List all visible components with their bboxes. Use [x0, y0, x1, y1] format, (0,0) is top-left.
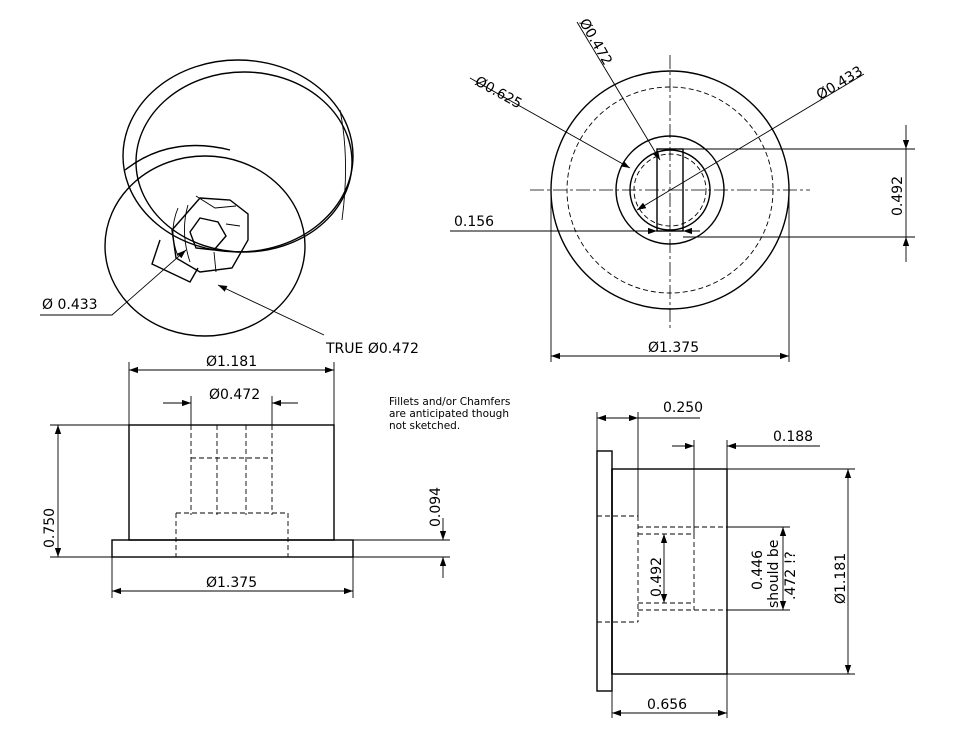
front-label-1375: Ø1.375	[648, 340, 699, 356]
side-flange	[596, 450, 613, 692]
front-label-0156: 0.156	[454, 214, 494, 230]
iso-flange-edge	[339, 109, 347, 221]
top-flange	[111, 539, 354, 558]
top-label-1181: Ø1.181	[206, 354, 257, 370]
side-label-0250: 0.250	[663, 400, 703, 416]
iso-true-diameter-label: TRUE Ø0.472	[325, 341, 419, 357]
side-label-0472-question: .472 !?	[783, 551, 799, 600]
side-label-0446: 0.446	[750, 550, 766, 590]
iso-hex-leader	[40, 249, 187, 316]
iso-hub-top-edge	[124, 144, 231, 171]
iso-flange-back	[122, 59, 354, 253]
top-label-0750: 0.750	[42, 508, 58, 548]
front-leader-0433	[636, 73, 865, 211]
front-label-0433: Ø0.433	[814, 63, 866, 103]
side-label-0492: 0.492	[649, 557, 665, 597]
note-line-3: not sketched.	[389, 420, 460, 432]
front-label-0492: 0.492	[890, 176, 906, 216]
isometric-view: Ø 0.433 TRUE Ø0.472	[40, 59, 419, 357]
side-label-0188: 0.188	[773, 429, 813, 445]
side-hub-body	[611, 468, 728, 675]
iso-hex-diameter-label: Ø 0.433	[42, 297, 98, 313]
top-label-1375: Ø1.375	[206, 575, 257, 591]
iso-hex-socket	[151, 195, 249, 283]
top-label-0094: 0.094	[428, 487, 444, 527]
top-label-0472: Ø0.472	[209, 387, 260, 403]
front-label-0625: Ø0.625	[472, 74, 524, 113]
note-line-1: Fillets and/or Chamfers	[389, 396, 510, 408]
note-line-2: are anticipated though	[389, 408, 509, 420]
side-view: 0.250 0.188 0.492 0.446 should be .472 !…	[596, 400, 855, 718]
front-label-0472: Ø0.472	[576, 16, 615, 68]
side-label-0656: 0.656	[647, 697, 687, 713]
top-view: Ø1.181 Ø0.472 0.750 0.094 Ø1.375	[42, 354, 450, 598]
side-label-should-be: should be	[766, 540, 782, 608]
front-leader-0472	[576, 21, 661, 161]
side-label-1181: Ø1.181	[833, 553, 849, 604]
sketch-note: Fillets and/or Chamfers are anticipated …	[389, 396, 510, 432]
front-leader-0625	[469, 77, 631, 169]
top-hub-body	[128, 424, 335, 541]
iso-hub-face	[104, 155, 306, 337]
iso-true-leader	[217, 284, 325, 336]
front-view: Ø0.625 Ø0.472 Ø0.433 0.492 0.156 Ø1.375	[450, 16, 915, 362]
